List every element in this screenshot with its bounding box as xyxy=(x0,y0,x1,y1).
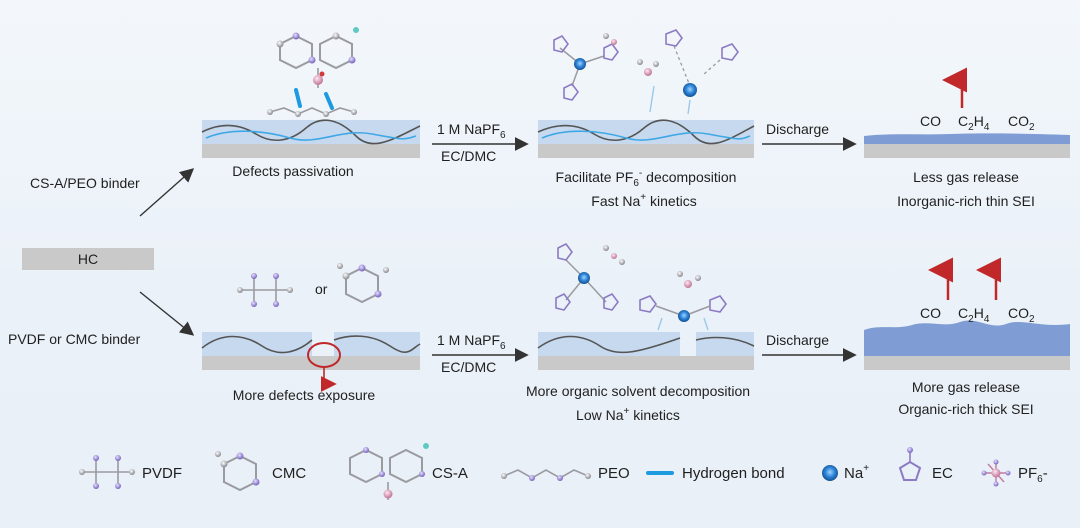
legend-hbond-label: Hydrogen bond xyxy=(682,465,785,482)
na-ion-bottom-1 xyxy=(578,272,590,284)
bottom-electrode-1 xyxy=(201,332,421,370)
legend-pvdf-label: PVDF xyxy=(142,465,182,482)
bottom-stage3-caption-b: Organic-rich thick SEI xyxy=(898,401,1033,417)
legend-cmc-icon xyxy=(215,451,260,492)
legend-pf6-icon xyxy=(981,459,1011,487)
bottom-stage2-caption-b: Low Na+ kinetics xyxy=(576,406,680,423)
top-electrode-1 xyxy=(201,119,421,158)
arrow-to-top-branch xyxy=(139,168,195,217)
hbond-top-2 xyxy=(324,92,334,110)
bottom-stage3-caption-a: More gas release xyxy=(912,379,1020,395)
na-ion-bottom-2 xyxy=(678,310,690,322)
na-ion-top-1 xyxy=(574,58,586,70)
bottom-gas-co: CO xyxy=(920,305,941,321)
defect-highlight xyxy=(307,342,341,368)
hc-label: HC xyxy=(78,251,98,267)
legend-peo-icon xyxy=(501,469,591,481)
top-electrolyte-line2: EC/DMC xyxy=(441,148,496,164)
legend-peo-label: PEO xyxy=(598,465,630,482)
top-stage2-caption-b: Fast Na+ kinetics xyxy=(591,192,696,209)
binder-bottom-label: PVDF or CMC binder xyxy=(8,331,141,347)
na-ion-top-2 xyxy=(683,83,697,97)
legend: PVDF CMC CS-A PEO Hydrogen bond Na+ xyxy=(79,443,1048,500)
top-discharge-label: Discharge xyxy=(766,121,829,137)
hc-block xyxy=(22,248,154,270)
top-stage1-caption: Defects passivation xyxy=(232,163,353,179)
bottom-gas-c2h4: C2H4 xyxy=(958,305,990,325)
top-solvation-cluster xyxy=(553,29,739,115)
top-stage3-caption-a: Less gas release xyxy=(913,169,1019,185)
arrow-to-bottom-branch xyxy=(139,291,195,336)
top-electrode-3 xyxy=(864,133,1070,158)
legend-pf6-label: PF6- xyxy=(1018,465,1048,485)
top-electrode-2 xyxy=(537,119,755,158)
legend-csa-label: CS-A xyxy=(432,465,468,482)
legend-pvdf-icon xyxy=(79,455,135,489)
bottom-electrode-3 xyxy=(864,320,1070,370)
legend-cmc-label: CMC xyxy=(272,465,306,482)
legend-ec-icon xyxy=(898,447,922,481)
legend-csa-icon xyxy=(349,443,429,500)
bottom-electrolyte-line1: 1 M NaPF6 xyxy=(437,332,506,352)
bottom-discharge-label: Discharge xyxy=(766,332,829,348)
bottom-electrode-2 xyxy=(537,332,755,370)
csa-molecule-top xyxy=(276,27,359,88)
bottom-electrolyte-line2: EC/DMC xyxy=(441,359,496,375)
legend-na-icon xyxy=(822,465,838,481)
top-stage2-caption-a: Facilitate PF6- decomposition xyxy=(556,168,737,189)
legend-ec-label: EC xyxy=(932,465,953,482)
top-gas-co2: CO2 xyxy=(1008,113,1035,133)
bottom-solvation-cluster xyxy=(555,242,727,331)
top-gas-c2h4: C2H4 xyxy=(958,113,990,133)
hbond-top-1 xyxy=(294,88,302,108)
top-stage3-caption-b: Inorganic-rich thin SEI xyxy=(897,193,1035,209)
top-electrolyte-line1: 1 M NaPF6 xyxy=(437,121,506,141)
bottom-stage2-caption-a: More organic solvent decomposition xyxy=(526,383,750,399)
legend-na-label: Na+ xyxy=(844,463,869,482)
bottom-stage1-caption: More defects exposure xyxy=(233,387,376,403)
cmc-molecule-bottom xyxy=(337,263,389,304)
top-gas-co: CO xyxy=(920,113,941,129)
or-label: or xyxy=(315,281,328,297)
binder-top-label: CS-A/PEO binder xyxy=(30,175,140,191)
peo-chain-top xyxy=(269,107,355,115)
peo-atoms-top xyxy=(267,109,357,117)
bottom-gas-co2: CO2 xyxy=(1008,305,1035,325)
pvdf-molecule-bottom xyxy=(237,273,293,307)
